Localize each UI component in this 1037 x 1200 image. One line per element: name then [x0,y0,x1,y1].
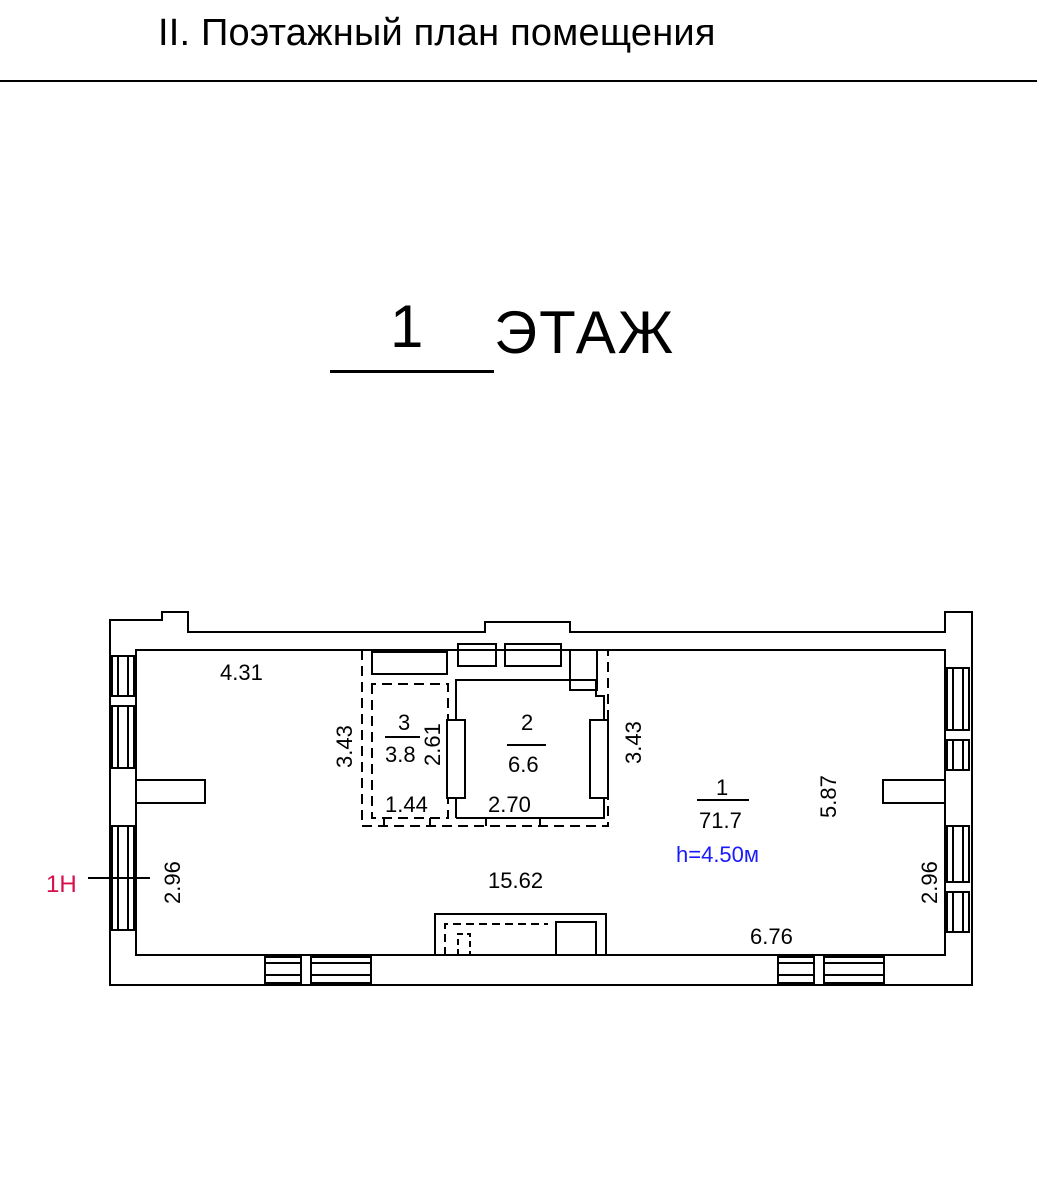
top-fixture-2 [457,643,497,667]
window-bottom-4 [823,956,885,984]
dim-room3-width: 1.44 [385,792,428,817]
floor-word: ЭТАЖ [494,299,676,366]
inner-wall [135,649,946,956]
window-right-1 [946,667,970,731]
room-2-walls [383,679,609,826]
top-fixture-1 [371,651,448,675]
window-right-4 [946,891,970,933]
right-partition [882,779,945,804]
dim-storage-height: 3.43 [332,725,357,768]
left-windows [111,655,135,931]
top-fixtures [371,643,604,691]
dim-main-height: 5.87 [816,775,841,818]
door-room-3 [446,719,466,799]
counter-outline [434,913,607,955]
bottom-fixture [434,913,607,956]
room-1-area: 71.7 [699,808,742,833]
header-divider [0,80,1037,82]
dim-top-left-width: 4.31 [220,660,263,685]
left-partition [136,779,206,804]
floor-number-underline [330,370,494,373]
room-2-outline [455,679,605,819]
room-3-outline [371,683,449,819]
right-windows [946,667,970,933]
dim-bottom-right-width: 6.76 [750,924,793,949]
room-2-number: 2 [521,710,533,735]
window-bottom-2 [310,956,372,984]
door-room-2 [589,719,609,799]
floor-number: 1 [390,293,424,360]
plan-walls [109,611,973,986]
dim-right-wall: 2.96 [917,861,942,904]
window-right-3 [946,825,970,883]
counter-dashed [444,923,548,955]
page-title: II. Поэтажный план помещения [158,12,716,54]
outer-wall [109,611,973,986]
window-left-1 [111,655,135,697]
dim-left-wall: 2.96 [160,861,185,904]
dimension-labels: 4.31 3.43 2.61 3.43 5.87 1.44 2.70 2.96 … [160,660,942,949]
window-bottom-3 [777,956,815,984]
window-bottom-1 [264,956,302,984]
dim-room2-width: 2.70 [488,792,531,817]
window-right-2 [946,739,970,771]
top-fixture-4 [569,650,598,691]
room-3-number: 3 [398,710,410,735]
window-left-2 [111,705,135,769]
room-1-number: 1 [716,775,728,800]
storage-outer-dashed [361,650,609,827]
room-labels: 3 3.8 2 6.6 1 71.7 h=4.50м 1Н [46,710,759,898]
bottom-windows [264,956,885,984]
rooms-2-3 [361,650,609,827]
counter-sink [555,921,597,956]
entrance-label: 1Н [46,871,77,898]
top-fixture-3 [504,643,562,667]
dim-total-length: 15.62 [488,868,543,893]
dim-room2-height: 3.43 [621,721,646,764]
room-3-area: 3.8 [385,742,416,767]
room-2-area: 6.6 [508,752,539,777]
ceiling-height: h=4.50м [676,842,759,867]
dim-room3-inner: 2.61 [420,723,445,766]
